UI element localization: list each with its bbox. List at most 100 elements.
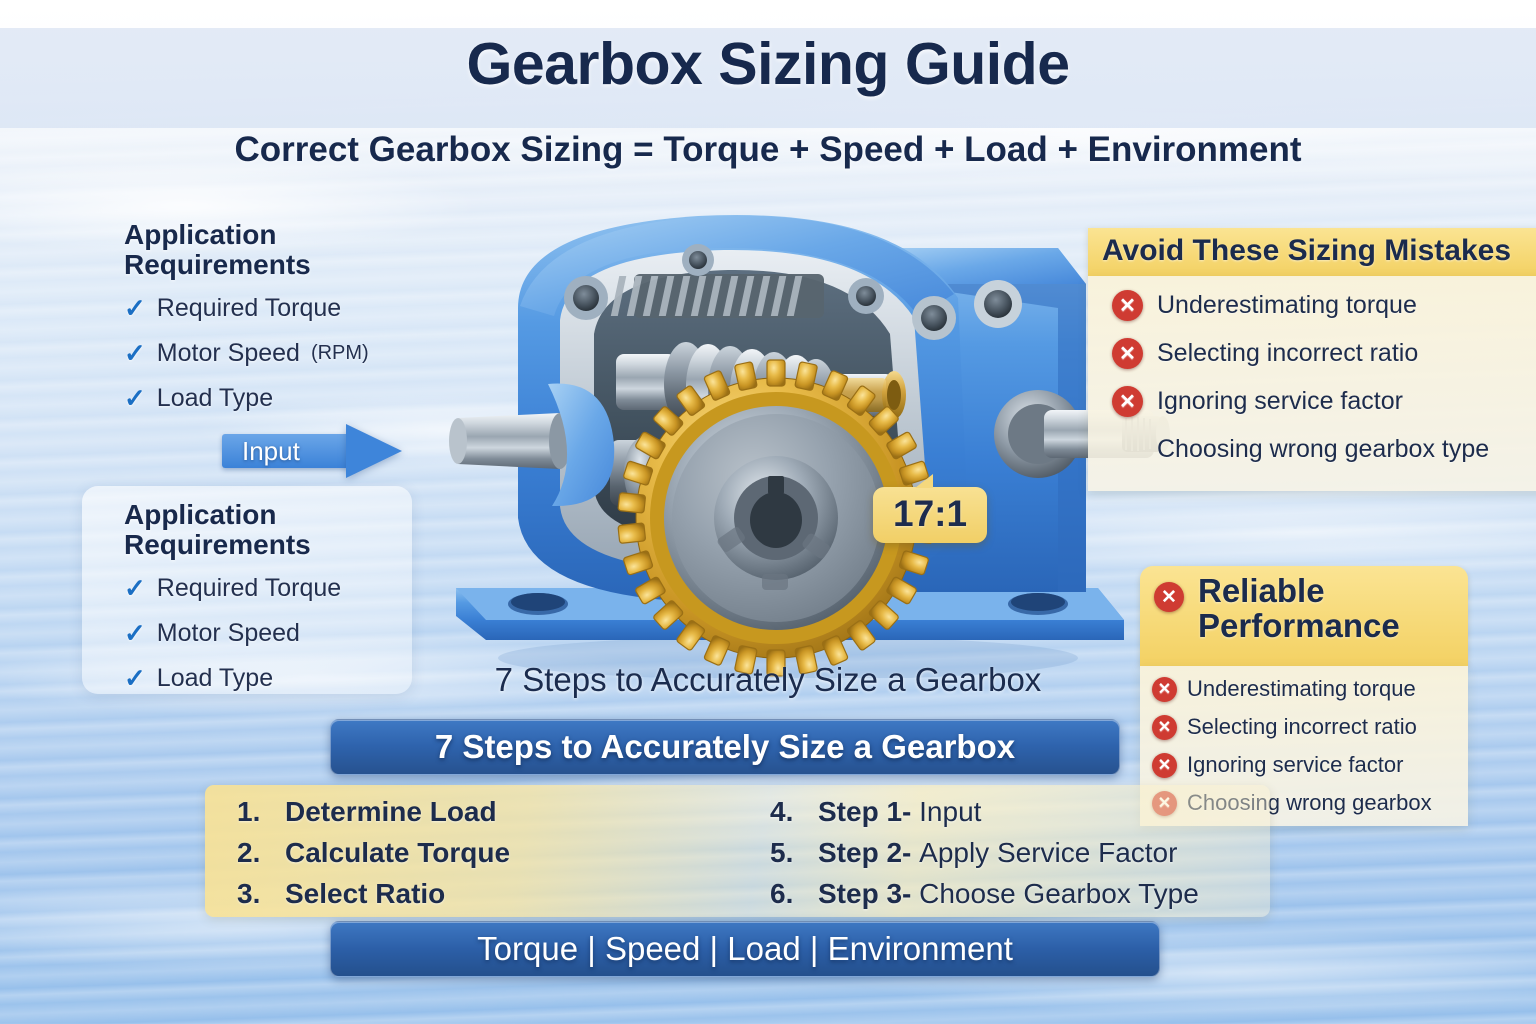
list-item: 3. Select Ratio — [237, 878, 510, 910]
check-icon: ✓ — [124, 383, 146, 414]
list-item: 5. Step 2- Apply Service Factor — [770, 837, 1199, 869]
step-label-rest: Choose Gearbox Type — [919, 878, 1199, 909]
step-label: Calculate Torque — [285, 837, 511, 868]
footer-label: Torque | Speed | Load | Environment — [477, 930, 1013, 967]
application-requirements-top: Application Requirements ✓ Required Torq… — [124, 220, 369, 429]
badge-pointer — [915, 474, 933, 488]
step-label: Step 3- Choose Gearbox Type — [818, 878, 1199, 910]
requirement-label: Load Type — [156, 663, 274, 692]
step-label-dash: - — [902, 837, 920, 868]
step-number: 5. — [770, 837, 794, 868]
gear-ratio-badge: 17:1 — [873, 474, 988, 543]
list-item: 2. Calculate Torque — [237, 837, 510, 869]
steps-caption: 7 Steps to Accurately Size a Gearbox — [494, 661, 1042, 698]
step-label: Step 1- Input — [818, 796, 981, 828]
requirement-label: Motor Speed — [156, 338, 300, 367]
list-item: ✕ Choosing wrong gearbox type — [1112, 434, 1536, 465]
avoid-mistakes-heading: Avoid These Sizing Mistakes — [1102, 234, 1511, 267]
avoid-mistakes-header: Avoid These Sizing Mistakes — [1088, 228, 1536, 276]
requirements-bottom-title: Application Requirements — [124, 500, 341, 560]
step-label-bold: Step 3 — [818, 878, 903, 909]
requirements-bottom-title-line2: Requirements — [124, 528, 311, 560]
mistake-label: Choosing wrong gearbox type — [1157, 435, 1490, 463]
avoid-mistakes-list: ✕ Underestimating torque ✕ Selecting inc… — [1088, 276, 1536, 465]
error-x-icon: ✕ — [1152, 714, 1177, 740]
list-item: ✓ Load Type — [124, 664, 341, 693]
reliable-heading-line1: Reliable — [1198, 572, 1325, 609]
error-x-icon: ✕ — [1112, 290, 1143, 321]
requirements-bottom-title-line1: Application — [124, 499, 277, 530]
error-x-icon: ✕ — [1112, 386, 1143, 417]
requirements-top-title-line2: Requirements — [124, 248, 311, 280]
step-number: 2. — [237, 837, 261, 868]
application-requirements-bottom: Application Requirements ✓ Required Torq… — [124, 500, 341, 709]
mistake-label: Underestimating torque — [1187, 676, 1416, 701]
gear-ratio-value: 17:1 — [893, 493, 968, 534]
step-label: Determine Load — [285, 796, 497, 827]
requirement-label: Motor Speed — [156, 618, 300, 647]
error-x-icon: ✕ — [1154, 582, 1184, 612]
arrow-right-icon — [222, 434, 350, 468]
step-label-bold: Step 1 — [818, 796, 903, 827]
mistake-label: Underestimating torque — [1157, 291, 1417, 319]
input-arrow-label: Input — [242, 436, 300, 466]
requirements-top-list: ✓ Required Torque ✓ Motor Speed (RPM) ✓ … — [124, 294, 369, 413]
requirements-top-title: Application Requirements — [124, 220, 369, 280]
steps-column-right: 4. Step 1- Input 5. Step 2- Apply Servic… — [770, 796, 1199, 919]
list-item: ✕ Underestimating torque — [1112, 290, 1536, 321]
list-item: ✕ Ignoring service factor — [1152, 752, 1468, 778]
list-item: ✓ Load Type — [124, 384, 369, 413]
list-item: ✓ Required Torque — [124, 294, 369, 323]
reliable-performance-header: ✕ Reliable Performance — [1140, 566, 1468, 666]
list-item: ✕ Ignoring service factor — [1112, 386, 1536, 417]
step-label-dash: - — [902, 878, 920, 909]
step-number: 4. — [770, 796, 794, 827]
error-x-icon: ✕ — [1152, 752, 1177, 778]
list-item: ✕ Underestimating torque — [1152, 676, 1468, 702]
list-item: ✓ Motor Speed — [124, 619, 341, 648]
requirements-top-title-line1: Application — [124, 219, 277, 250]
check-icon: ✓ — [124, 663, 146, 694]
check-icon: ✓ — [124, 338, 146, 369]
list-item: ✕ Selecting incorrect ratio — [1112, 338, 1536, 369]
step-number: 6. — [770, 878, 794, 909]
check-icon: ✓ — [124, 293, 146, 324]
list-item: ✓ Required Torque — [124, 574, 341, 603]
avoid-mistakes-body: ✕ Underestimating torque ✕ Selecting inc… — [1088, 276, 1536, 491]
requirements-bottom-list: ✓ Required Torque ✓ Motor Speed ✓ Load T… — [124, 574, 341, 693]
footer-bar: Torque | Speed | Load | Environment — [330, 921, 1160, 977]
step-label-bold: Step 2 — [818, 837, 903, 868]
list-item: 6. Step 3- Choose Gearbox Type — [770, 878, 1199, 910]
page-title: Gearbox Sizing Guide — [466, 31, 1070, 97]
step-label: Step 2- Apply Service Factor — [818, 837, 1177, 869]
list-item: ✕ Selecting incorrect ratio — [1152, 714, 1468, 740]
step-number: 3. — [237, 878, 261, 909]
mistake-label: Selecting incorrect ratio — [1187, 714, 1417, 739]
steps-banner-label: 7 Steps to Accurately Size a Gearbox — [434, 728, 1016, 765]
check-icon: ✓ — [124, 573, 146, 604]
list-item: ✓ Motor Speed (RPM) — [124, 339, 369, 368]
error-x-icon: ✕ — [1152, 676, 1177, 702]
reliable-performance-list: ✕ Underestimating torque ✕ Selecting inc… — [1140, 666, 1468, 816]
mistake-label: Ignoring service factor — [1187, 752, 1404, 777]
requirement-label: Load Type — [156, 383, 274, 412]
application-requirements-card — [82, 486, 412, 694]
requirement-label: Required Torque — [156, 573, 342, 602]
list-item: 1. Determine Load — [237, 796, 510, 828]
steps-column-left: 1. Determine Load 2. Calculate Torque 3.… — [237, 796, 510, 919]
step-label-dash: - — [902, 796, 920, 827]
step-number: 1. — [237, 796, 261, 827]
mistake-label: Ignoring service factor — [1157, 387, 1403, 415]
reliable-performance-heading: Reliable Performance — [1140, 566, 1468, 644]
reliable-heading-line2: Performance — [1198, 606, 1400, 644]
steps-banner: 7 Steps to Accurately Size a Gearbox — [330, 719, 1120, 775]
page-subtitle: Correct Gearbox Sizing = Torque + Speed … — [234, 130, 1302, 169]
check-icon: ✓ — [124, 618, 146, 649]
input-arrow: Input — [222, 424, 402, 478]
step-label-rest: Apply Service Factor — [919, 837, 1178, 868]
step-label-rest: Input — [919, 796, 982, 827]
steps-card: 1. Determine Load 2. Calculate Torque 3.… — [205, 785, 1270, 917]
step-label: Select Ratio — [285, 878, 446, 909]
list-item: 4. Step 1- Input — [770, 796, 1199, 828]
requirement-label: Required Torque — [156, 293, 342, 322]
